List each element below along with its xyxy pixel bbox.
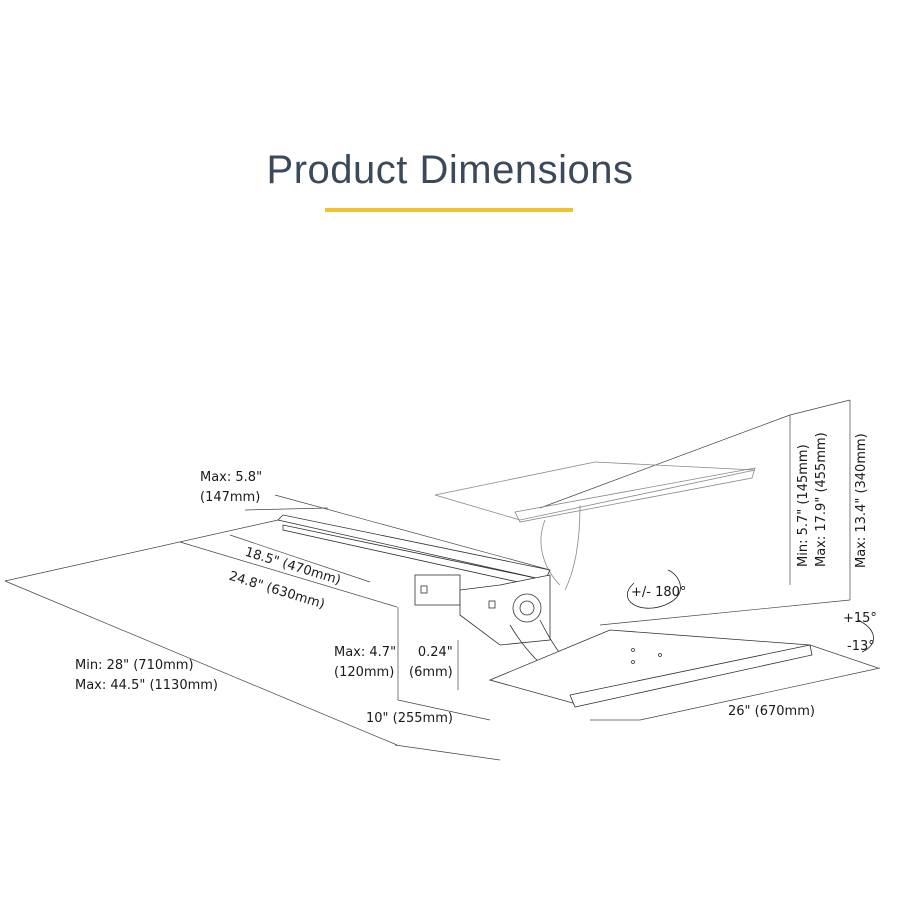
height-range-max: Max: 17.9" (455mm) xyxy=(814,432,829,567)
tilt-down-label: -13° xyxy=(847,639,875,654)
tilt-up-label: +15° xyxy=(843,611,877,626)
drop-height-mm: (120mm) xyxy=(334,665,395,680)
track-mechanism xyxy=(277,514,571,676)
support-height-in: Max: 5.8" xyxy=(200,470,263,485)
height-range-label: Min: 5.7" (145mm) Max: 17.9" (455mm) xyxy=(795,432,831,567)
drop-height-in: Max: 4.7" xyxy=(334,645,397,660)
support-height-label: Max: 5.8" (147mm) xyxy=(200,468,262,508)
height-range-min: Min: 5.7" (145mm) xyxy=(796,444,811,567)
tray-thickness-mm: (6mm) xyxy=(409,665,453,680)
page-title: Product Dimensions xyxy=(266,148,634,192)
max-height-label: Max: 13.4" (340mm) xyxy=(854,433,869,568)
lower-tray xyxy=(488,629,813,708)
total-reach-min: Min: 28" (710mm) xyxy=(75,658,194,673)
swivel-arrow xyxy=(627,569,874,653)
tray-depth-label: 10" (255mm) xyxy=(366,711,453,726)
tray-width-label: 26" (670mm) xyxy=(728,704,815,719)
title-underline xyxy=(325,208,573,212)
dimension-lines xyxy=(4,399,881,761)
total-reach-label: Min: 28" (710mm) Max: 44.5" (1130mm) xyxy=(75,656,218,696)
upper-tray xyxy=(434,461,756,591)
total-reach-max: Max: 44.5" (1130mm) xyxy=(75,678,218,693)
drop-height-label: Max: 4.7" (120mm) xyxy=(334,643,396,683)
tray-thickness-in: 0.24" xyxy=(417,645,453,660)
tray-thickness-label: 0.24" (6mm) xyxy=(409,643,453,683)
support-height-mm: (147mm) xyxy=(200,490,261,505)
swivel-label: +/- 180° xyxy=(631,585,687,600)
